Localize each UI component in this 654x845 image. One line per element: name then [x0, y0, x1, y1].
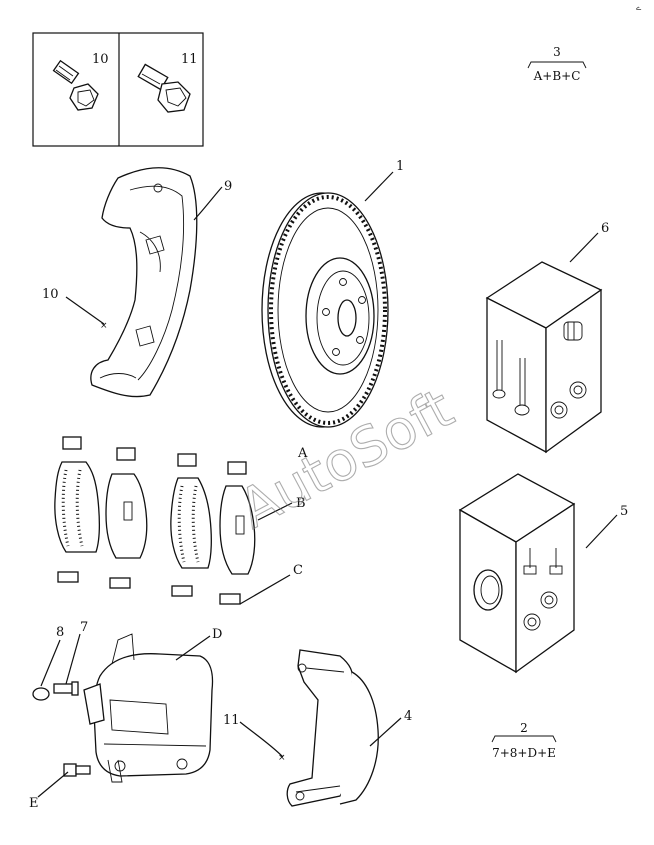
callout-A: A	[297, 446, 308, 461]
leader-lines: × ×	[37, 171, 618, 798]
callout-1: 1	[396, 159, 404, 174]
callout-10: 10	[42, 287, 59, 302]
callout-E: E	[29, 796, 39, 811]
kit-2-number: 2	[520, 721, 528, 735]
kit-3-label: 3 A+B+C	[527, 45, 587, 83]
kit-box-5	[458, 473, 576, 674]
kit-3-number: 3	[553, 45, 561, 59]
bolt-11-icon	[137, 63, 191, 113]
dust-shield	[90, 167, 198, 398]
kit-2-label: 2 7+8+D+E	[491, 721, 557, 760]
callout-10-box: 10	[92, 52, 109, 67]
callout-5: 5	[620, 504, 628, 519]
callout-9: 9	[224, 179, 232, 194]
callout-C: C	[293, 563, 303, 578]
bolt-box: 10 11	[32, 32, 204, 147]
kit-2-contents: 7+8+D+E	[492, 746, 556, 760]
caliper-bolt-E	[63, 763, 91, 777]
callout-11-box: 11	[181, 52, 198, 67]
svg-text:×: ×	[100, 321, 108, 331]
brake-disc	[261, 192, 389, 428]
bleeder-screw-7	[53, 681, 79, 696]
kit-3-contents: A+B+C	[533, 69, 581, 83]
callout-4: 4	[404, 709, 412, 724]
bleeder-cap-8	[32, 687, 50, 701]
callout-B: B	[296, 496, 306, 511]
svg-text:×: ×	[278, 753, 286, 763]
callout-D: D	[212, 627, 222, 642]
caliper-carrier	[286, 649, 379, 807]
brake-caliper	[83, 633, 214, 783]
bolt-10-icon	[52, 59, 99, 111]
callout-11: 11	[223, 713, 240, 728]
brake-pads	[54, 436, 256, 605]
callout-7: 7	[80, 620, 88, 635]
callout-6: 6	[601, 221, 609, 236]
kit-box-6	[485, 261, 603, 454]
callout-8: 8	[56, 625, 64, 640]
corner-mark: ے	[636, 3, 642, 13]
